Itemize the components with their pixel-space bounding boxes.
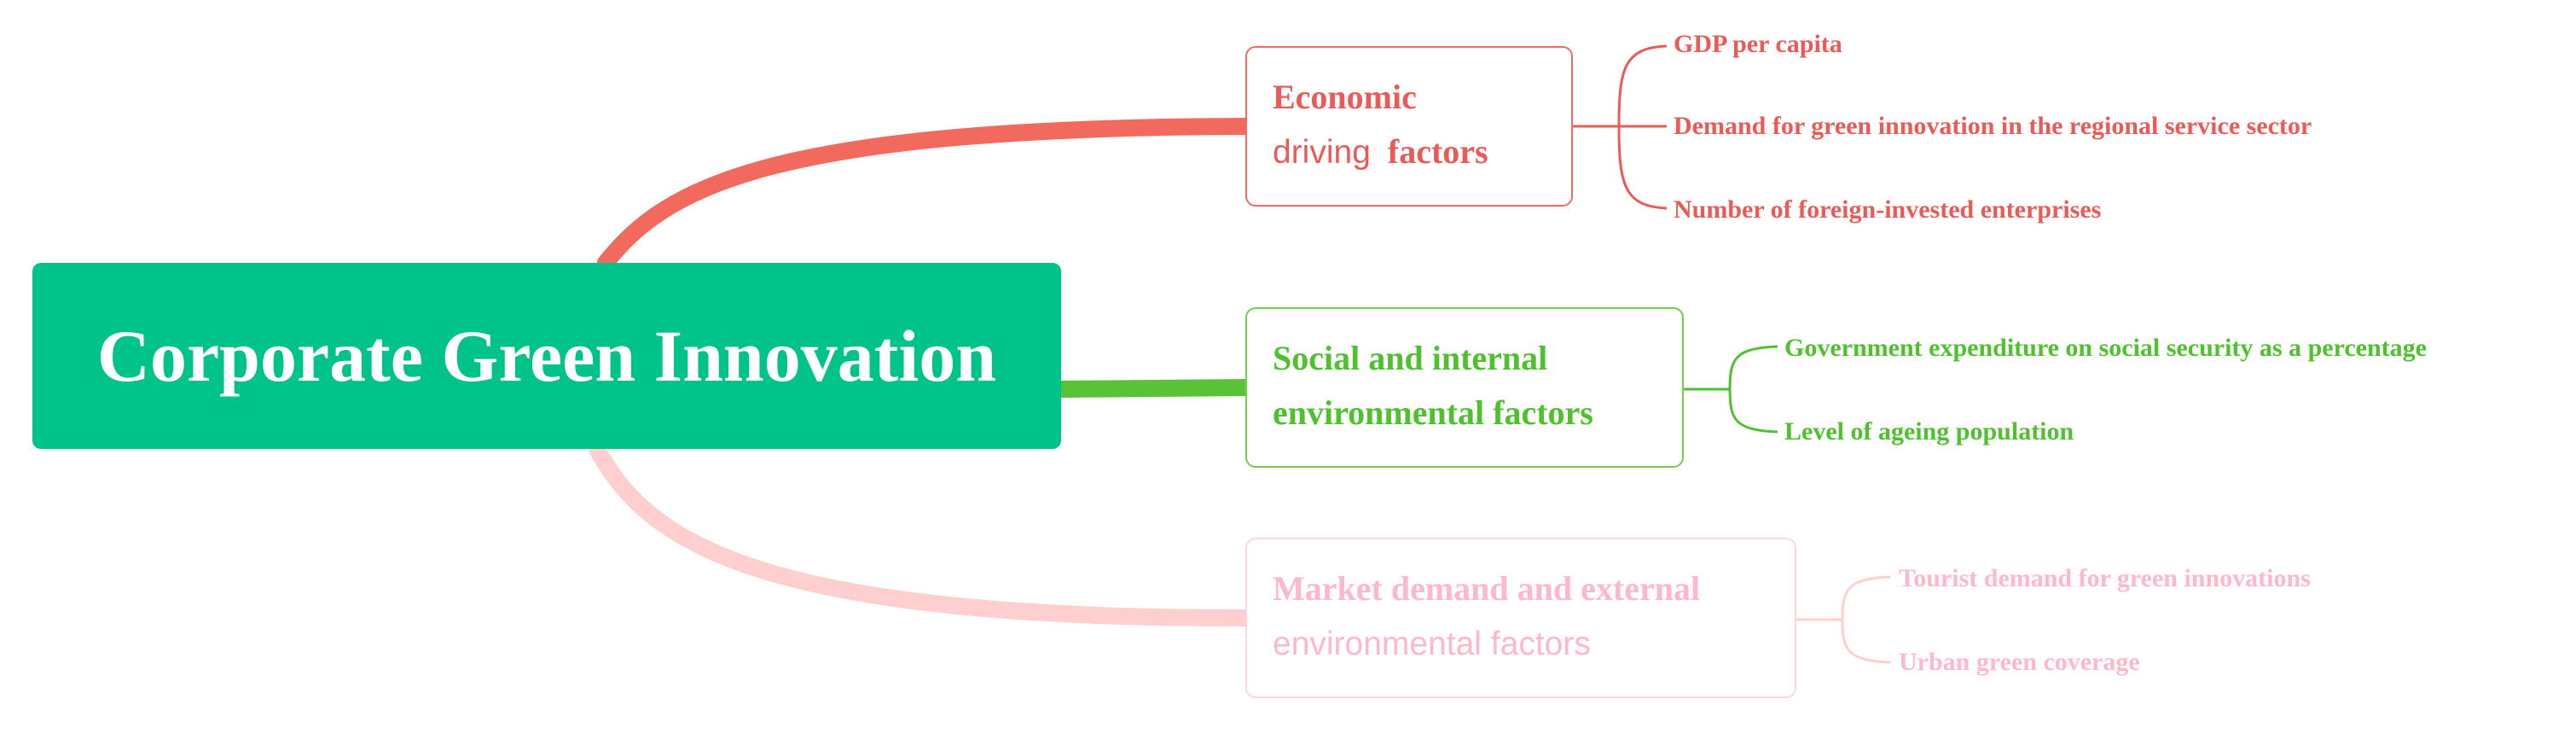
branch-economic: Economic driving factors [1245,46,1573,207]
leaf-urban-green-coverage: Urban green coverage [1899,648,2140,676]
branch-economic-label-2: driving [1273,134,1371,171]
connector-market [589,440,1254,626]
branch-social-label-1: Social and internal [1273,339,1548,377]
root-node: Corporate Green Innovation [32,263,1061,449]
branch-social-label-2: environmental factors [1273,393,1593,432]
branch-market-label-1: Market demand and external [1273,569,1701,608]
branch-economic-label-3: factors [1387,132,1488,171]
leaf-tourist-demand: Tourist demand for green innovations [1899,564,2311,592]
branch-social: Social and internal environmental factor… [1245,307,1684,468]
leaf-service-sector-demand: Demand for green innovation in the regio… [1674,112,2312,140]
leaf-gdp-per-capita: GDP per capita [1674,30,1842,58]
root-title: Corporate Green Innovation [96,315,997,397]
branch-market: Market demand and external environmental… [1245,538,1796,698]
leaf-bracket-social [1684,345,1778,434]
branch-market-label-2: environmental factors [1273,626,1591,662]
leaf-bracket-market [1796,575,1891,664]
connector-social [1060,379,1246,398]
leaf-bracket-economic [1573,44,1668,210]
leaf-foreign-invested-enterprises: Number of foreign-invested enterprises [1674,195,2102,224]
leaf-ageing-population: Level of ageing population [1784,417,2074,446]
connector-economic [597,118,1254,271]
leaf-social-security-expenditure: Government expenditure on social securit… [1784,334,2427,362]
branch-economic-label-1: Economic [1273,78,1417,116]
